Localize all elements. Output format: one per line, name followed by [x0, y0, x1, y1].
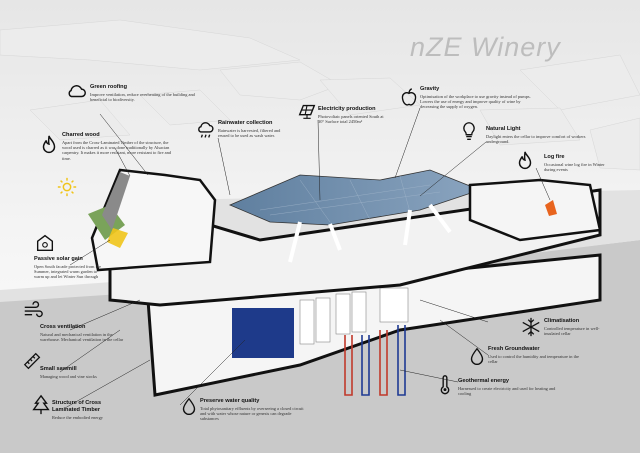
- annotation-climatisation: Climatisation Controlled temperature in …: [544, 318, 600, 337]
- annotation-green-roofing: Green roofing Improve ventilation, reduc…: [90, 84, 195, 103]
- annotation-charred-wood: Charred wood Apart from the Cross-Lamina…: [62, 132, 171, 161]
- flame-icon: [514, 150, 536, 172]
- saw-icon: [22, 350, 44, 372]
- annotation-preserve-water-quality: Preserve water quality Total phytosanita…: [200, 398, 304, 422]
- charred-wood-facade: [102, 172, 130, 230]
- annotation-electricity-production: Electricity production Photovoltaic pane…: [318, 106, 384, 125]
- right-wing: [468, 178, 602, 242]
- geothermal-pipes: [344, 325, 406, 396]
- water-drop-icon: [178, 396, 200, 418]
- annotation-structure-clt: Structure of Cross Laminated Timber Redu…: [52, 400, 104, 420]
- flame-icon: [38, 134, 60, 156]
- thermometer-icon: [434, 374, 456, 396]
- village-context: [0, 19, 640, 171]
- tree-icon: [30, 394, 52, 416]
- solar-grid: [259, 175, 441, 223]
- annotation-rainwater-collection: Rainwater collection Rainwater is harves…: [218, 120, 281, 139]
- annotation-fresh-groundwater: Fresh Groundwater Used to control the hu…: [488, 346, 579, 365]
- annotation-cross-ventilation: Cross ventilation Natural and mechanical…: [40, 324, 124, 343]
- rain-icon: [195, 120, 217, 142]
- cloud-icon: [66, 80, 88, 102]
- ventilation-icon: [22, 300, 44, 322]
- cellar-tanks: [299, 287, 409, 345]
- water-tank: [232, 308, 294, 358]
- apple-icon: [398, 86, 420, 108]
- leader-lines: [59, 107, 551, 409]
- annotation-gravity: Gravity Optimisation of the workplace to…: [420, 86, 531, 110]
- annotation-natural-light: Natural Light Daylight enters the cellar…: [486, 126, 586, 145]
- annotation-geothermal-energy: Geothermal energy Harnessed to create el…: [458, 378, 556, 397]
- diagram-title: nZE Winery: [410, 32, 561, 62]
- sun-icon: [56, 176, 78, 198]
- sun-rays: [107, 228, 128, 248]
- snowflake-icon: [520, 316, 542, 338]
- log-fire: [545, 200, 557, 216]
- solar-panel-icon: [296, 100, 318, 122]
- annotation-log-fire: Log fire Occasional wine log fire in Win…: [544, 154, 605, 173]
- annotation-passive-solar-gain: Passive solar gain Open South facade pro…: [34, 256, 101, 280]
- annotation-small-sawmill: Small sawmill Managing wood and vine sto…: [40, 366, 97, 379]
- roof-columns: [288, 203, 452, 263]
- lightbulb-icon: [458, 120, 480, 142]
- house-sun-icon: [34, 232, 56, 254]
- water-drop-icon: [466, 346, 488, 368]
